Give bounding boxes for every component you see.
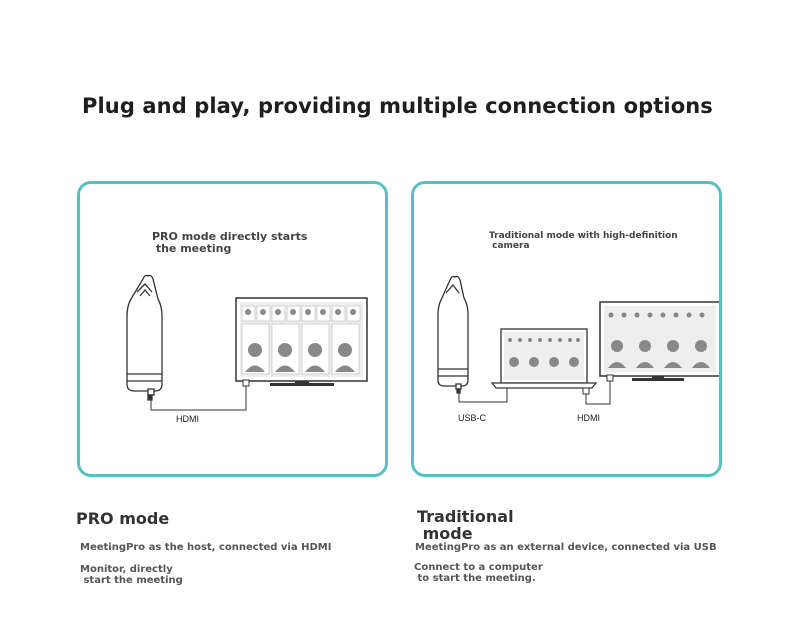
hdmi-cable-label: HDMI [577,413,600,423]
traditional-mode-desc-2: Connect to a computer to start the meeti… [414,562,543,584]
pro-mode-panel: PRO mode directly starts the meeting [77,181,388,477]
pro-mode-illustration: HDMI [126,274,368,424]
cable-icon [458,374,614,405]
pro-mode-desc-1: MeetingPro as the host, connected via HD… [80,542,332,553]
monitor-icon [599,301,719,381]
traditional-mode-note: Traditional mode with high-definition ca… [489,231,678,251]
pro-mode-title: PRO mode [76,509,170,528]
traditional-mode-illustration: USB-C HDMI [437,275,719,423]
traditional-mode-title: Traditional mode [417,507,514,543]
pro-mode-note: PRO mode directly starts the meeting [152,230,308,255]
cable-icon [150,379,250,411]
traditional-mode-desc-1: MeetingPro as an external device, connec… [415,542,717,553]
camera-device-icon [126,274,163,401]
monitor-icon [235,297,368,386]
hdmi-cable-label: HDMI [176,414,199,424]
pro-mode-desc-2: Monitor, directly start the meeting [80,564,183,586]
usb-c-cable-label: USB-C [458,413,487,423]
traditional-mode-panel: Traditional mode with high-definition ca… [411,181,722,477]
laptop-icon [490,328,598,389]
headline: Plug and play, providing multiple connec… [82,94,713,118]
camera-device-icon [437,275,469,394]
